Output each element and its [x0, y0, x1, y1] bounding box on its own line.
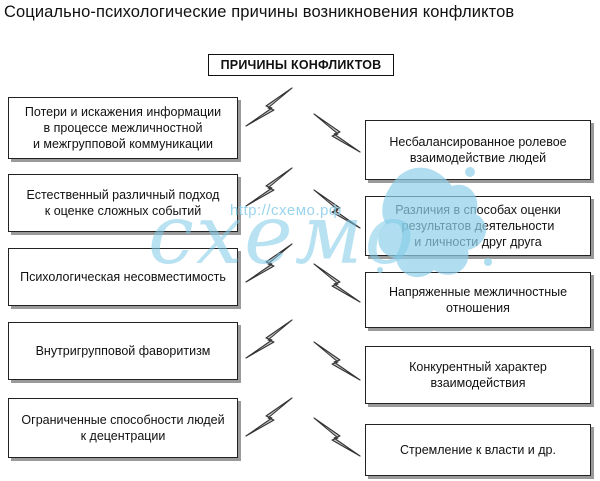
lightning-arrow-icon [245, 243, 293, 283]
diagram-header-box: ПРИЧИНЫ КОНФЛИКТОВ [208, 54, 394, 76]
lightning-arrow-icon [245, 87, 293, 127]
cause-box-left-4: Внутригрупповой фаворитизм [8, 322, 238, 380]
lightning-arrow-icon [313, 341, 361, 381]
cause-box-right-4: Конкурентный характер взаимодействия [365, 346, 591, 404]
page-title: Социально-психологические причины возник… [4, 3, 515, 21]
cause-box-left-3: Психологическая несовместимость [8, 248, 238, 306]
cause-box-left-5: Ограниченные способности людей к децентр… [8, 398, 238, 458]
lightning-arrow-icon [245, 319, 293, 359]
lightning-arrow-icon [313, 189, 361, 229]
cause-box-right-3: Напряженные межличностные отношения [365, 272, 591, 328]
watermark-url: http://схемо.рф [230, 202, 342, 219]
lightning-arrow-icon [313, 263, 361, 303]
watermark-text: схемо [148, 188, 417, 283]
cause-box-left-2: Естественный различный подход к оценке с… [8, 174, 238, 232]
cause-box-left-1: Потери и искажения информации в процессе… [8, 97, 238, 159]
lightning-arrow-icon [313, 417, 361, 457]
lightning-arrow-icon [313, 113, 361, 153]
cause-box-right-1: Несбалансированное ролевое взаимодействи… [365, 120, 591, 180]
lightning-arrow-icon [245, 397, 293, 437]
lightning-arrow-icon [245, 167, 293, 207]
cause-box-right-5: Стремление к власти и др. [365, 424, 591, 476]
